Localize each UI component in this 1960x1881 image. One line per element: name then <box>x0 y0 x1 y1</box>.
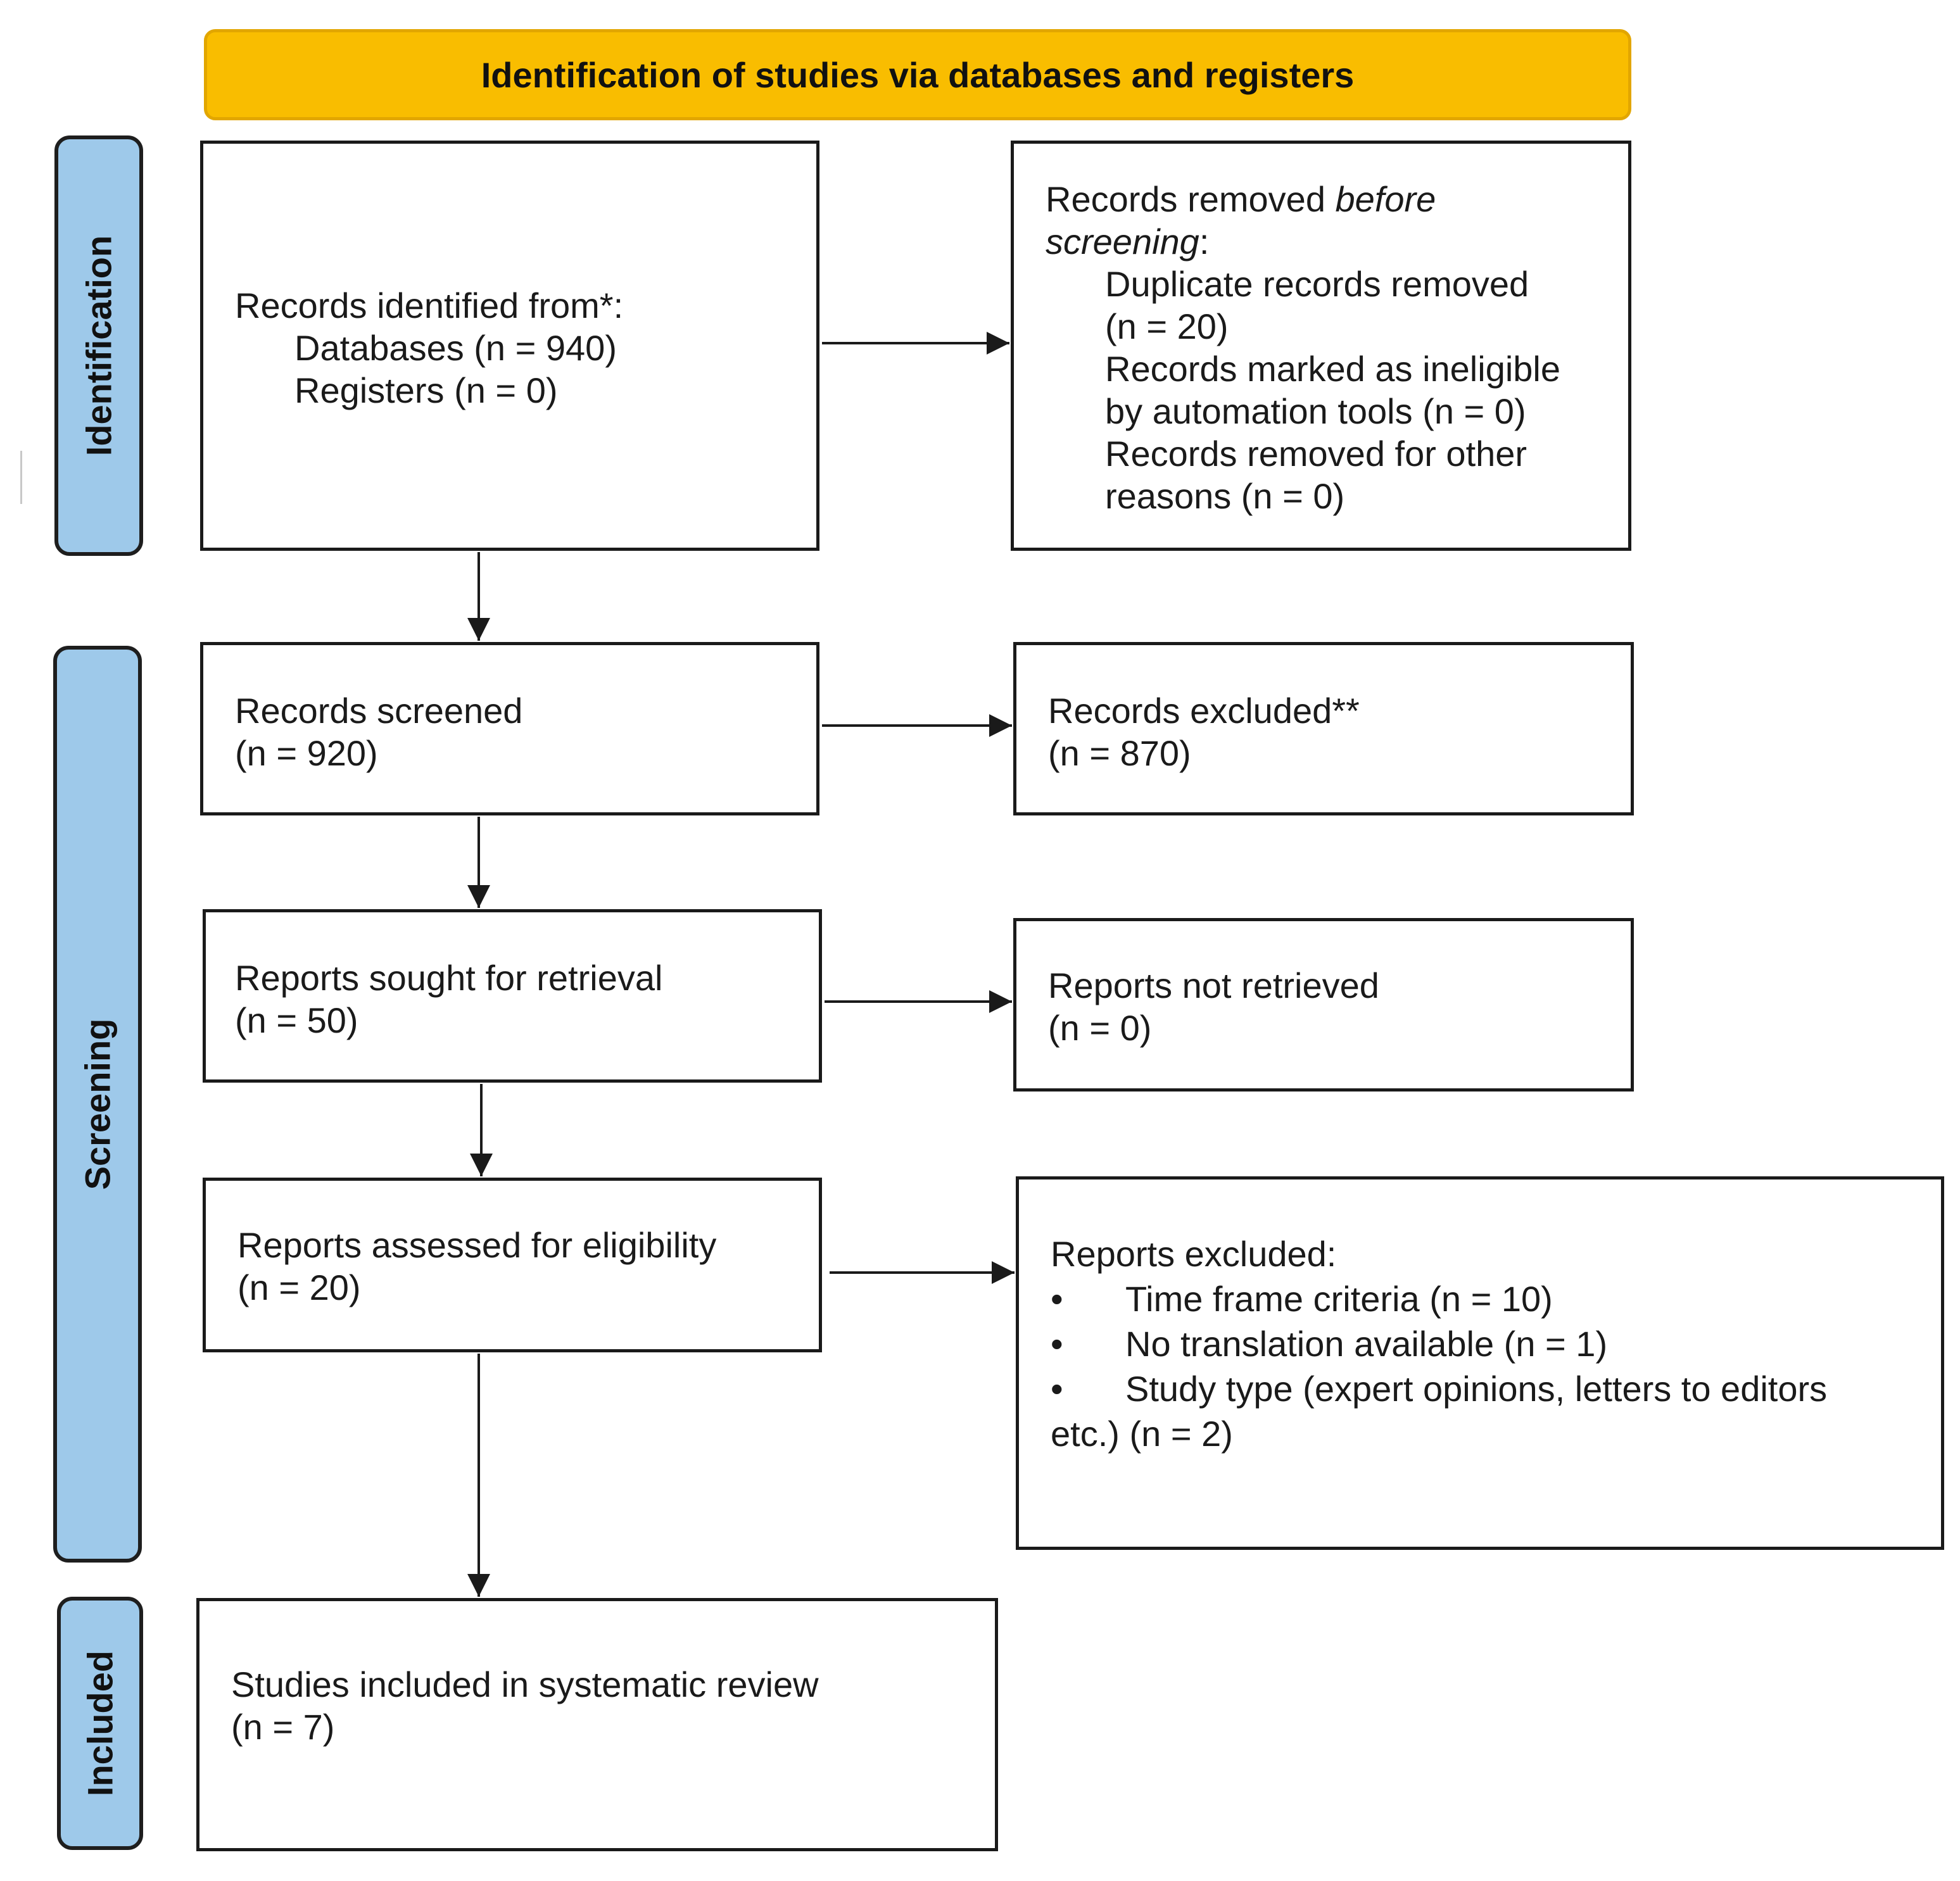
phase-identification: Identification <box>54 135 143 556</box>
reports-excluded-bullet: Study type (expert opinions, letters to … <box>1051 1366 1827 1411</box>
records-removed-heading-plain: Records removed <box>1046 179 1336 219</box>
edge-mark <box>20 451 22 504</box>
arrowhead <box>987 332 1009 355</box>
reports-not-retrieved-text: Reports not retrieved (n = 0) <box>1048 964 1379 1049</box>
reports-sought-count: (n = 50) <box>235 1000 358 1040</box>
studies-included-count: (n = 7) <box>231 1707 335 1747</box>
reports-sought-text: Reports sought for retrieval (n = 50) <box>235 957 662 1041</box>
records-removed-item: Duplicate records removed <box>1105 264 1529 304</box>
studies-included-title: Studies included in systematic review <box>231 1664 819 1704</box>
records-removed-screening-italic: screening <box>1046 222 1199 261</box>
reports-excluded-title: Reports excluded: <box>1051 1234 1337 1274</box>
records-identified-databases: Databases (n = 940) <box>294 328 617 368</box>
reports-excluded-text: Reports excluded: Time frame criteria (n… <box>1051 1231 1827 1456</box>
reports-excluded-bullet: Time frame criteria (n = 10) <box>1051 1276 1827 1321</box>
records-excluded-title: Records excluded** <box>1048 691 1360 731</box>
records-removed-heading-2: screening: <box>1046 220 1560 263</box>
records-screened-box: Records screened (n = 920) <box>200 642 819 815</box>
reports-excluded-bullet: No translation available (n = 1) <box>1051 1321 1827 1366</box>
reports-sought-title: Reports sought for retrieval <box>235 958 663 998</box>
reports-excluded-bullet-continuation: etc.) (n = 2) <box>1051 1414 1233 1454</box>
arrowhead <box>989 990 1012 1013</box>
arrowhead <box>470 1154 493 1176</box>
records-identified-title: Records identified from*: <box>235 286 624 325</box>
studies-included-text: Studies included in systematic review (n… <box>231 1663 819 1748</box>
reports-assessed-box: Reports assessed for eligibility (n = 20… <box>203 1178 822 1352</box>
reports-excluded-list: Time frame criteria (n = 10) No translat… <box>1051 1276 1827 1411</box>
reports-assessed-text: Reports assessed for eligibility (n = 20… <box>237 1224 716 1309</box>
records-identified-box: Records identified from*: Databases (n =… <box>200 141 819 551</box>
phase-included: Included <box>57 1597 143 1850</box>
reports-excluded-box: Reports excluded: Time frame criteria (n… <box>1016 1176 1944 1550</box>
records-removed-item: Records marked as ineligible <box>1105 349 1561 389</box>
records-removed-heading-italic: before <box>1335 179 1436 219</box>
arrowhead <box>989 714 1012 737</box>
reports-assessed-title: Reports assessed for eligibility <box>237 1225 717 1265</box>
records-screened-title: Records screened <box>235 691 523 731</box>
records-excluded-text: Records excluded** (n = 870) <box>1048 689 1360 774</box>
reports-assessed-count: (n = 20) <box>237 1268 361 1307</box>
records-screened-count: (n = 920) <box>235 733 378 773</box>
header-title: Identification of studies via databases … <box>481 54 1355 95</box>
records-screened-text: Records screened (n = 920) <box>235 689 522 774</box>
reports-not-retrieved-box: Reports not retrieved (n = 0) <box>1013 918 1634 1091</box>
arrowhead <box>992 1261 1015 1284</box>
reports-not-retrieved-title: Reports not retrieved <box>1048 966 1379 1005</box>
diagram-header: Identification of studies via databases … <box>204 29 1631 120</box>
records-removed-box: Records removed before screening: Duplic… <box>1011 141 1631 551</box>
records-removed-item: Records removed for other <box>1105 434 1527 474</box>
records-excluded-box: Records excluded** (n = 870) <box>1013 642 1634 815</box>
records-removed-item: (n = 20) <box>1105 306 1229 346</box>
records-removed-item: by automation tools (n = 0) <box>1105 391 1526 431</box>
records-excluded-count: (n = 870) <box>1048 733 1191 773</box>
arrowhead <box>467 885 490 908</box>
phase-screening: Screening <box>53 646 142 1563</box>
studies-included-box: Studies included in systematic review (n… <box>196 1598 998 1851</box>
records-identified-registers: Registers (n = 0) <box>294 370 558 410</box>
records-removed-colon: : <box>1199 222 1210 261</box>
arrowhead <box>467 1574 490 1597</box>
records-removed-item: reasons (n = 0) <box>1105 476 1345 516</box>
reports-not-retrieved-count: (n = 0) <box>1048 1008 1152 1048</box>
records-removed-text: Records removed before screening: Duplic… <box>1046 178 1560 517</box>
arrowhead <box>467 618 490 641</box>
records-removed-heading: Records removed before <box>1046 178 1560 220</box>
records-identified-text: Records identified from*: Databases (n =… <box>235 284 623 412</box>
reports-sought-box: Reports sought for retrieval (n = 50) <box>203 909 822 1083</box>
